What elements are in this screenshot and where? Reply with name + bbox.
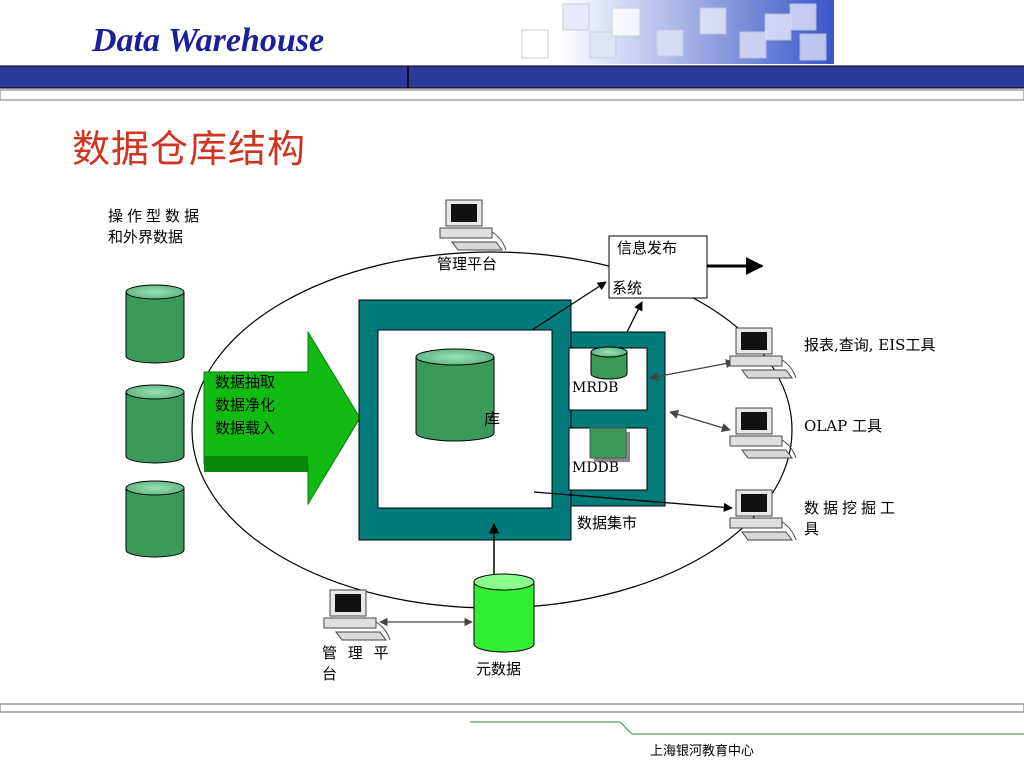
header-title: Data Warehouse [92,22,325,59]
source-cylinder [125,384,185,464]
etl-step-extract: 数据抽取 [215,373,276,391]
publish-system-line2: 系统 [612,279,643,297]
mddb-label: MDDB [572,460,620,476]
admin-console-bottom-line1: 管 理 平 [322,644,392,662]
computer-icon [729,407,797,459]
source-cylinder [125,480,185,558]
publish-system-line1: 信息发布 [617,239,678,257]
computer-icon [323,589,391,641]
metadata-label: 元数据 [476,660,522,678]
warehouse-container [358,299,572,541]
source-cylinder [125,284,185,364]
tool-mining-line2: 具 [804,520,820,538]
datamart-label: 数据集市 [577,514,638,532]
sources-label-line1: 操作型数据 [108,207,204,225]
source-databases [125,284,185,558]
tool-report-label: 报表,查询, EIS工具 [804,336,936,354]
admin-console-top-label: 管理平台 [437,255,498,273]
page-title: 数据仓库结构 [72,127,307,171]
admin-console-bottom-line2: 台 [322,665,338,683]
tool-olap-label: OLAP 工具 [804,417,882,435]
connection-arrows [379,257,764,627]
header-band [0,65,1024,101]
warehouse-label: 库 [484,410,501,429]
etl-arrow [203,330,361,506]
computer-icon [729,327,797,379]
sources-label-line2: 和外界数据 [108,228,184,246]
footer-rule [0,703,1024,735]
etl-step-clean: 数据净化 [215,396,276,414]
computer-icon [729,489,797,541]
metadata-cylinder [473,573,535,653]
etl-step-load: 数据载入 [215,419,276,437]
computer-icon [439,199,507,251]
datamart-container [568,331,666,507]
tool-mining-line1: 数据挖掘工 [804,499,900,517]
header-decoration [521,0,834,64]
mrdb-label: MRDB [572,380,619,396]
publish-system-box [608,235,708,299]
footer-organization: 上海银河教育中心 [650,744,755,759]
